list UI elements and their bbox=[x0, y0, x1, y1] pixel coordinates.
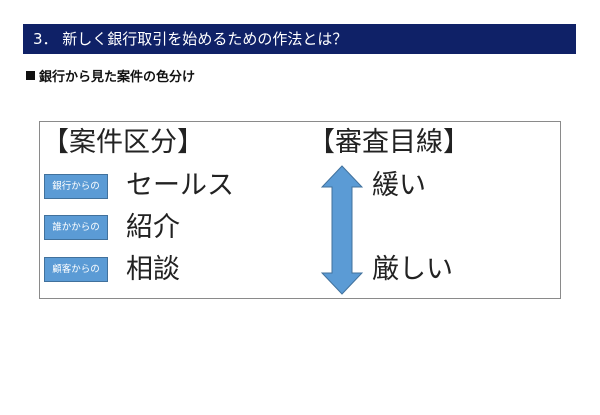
case-category-heading: 【案件区分】 bbox=[42, 127, 204, 158]
section-subtitle-text: 銀行から見た案件の色分け bbox=[39, 70, 196, 85]
comparison-panel: 【案件区分】 【審査目線】 銀行からの セールス 誰かからの 紹介 顧客からの … bbox=[39, 121, 561, 299]
source-badge-bank: 銀行からの bbox=[44, 174, 108, 199]
category-sales: セールス bbox=[126, 170, 234, 201]
black-square-icon bbox=[26, 71, 35, 80]
category-referral: 紹介 bbox=[126, 212, 180, 243]
screening-level-strict: 厳しい bbox=[372, 254, 453, 285]
category-consultation: 相談 bbox=[126, 254, 180, 285]
source-badge-customer: 顧客からの bbox=[44, 257, 108, 282]
screening-level-lenient: 緩い bbox=[372, 170, 426, 201]
section-subtitle: 銀行から見た案件の色分け bbox=[26, 66, 195, 85]
screening-view-heading: 【審査目線】 bbox=[308, 127, 470, 158]
up-down-arrow-icon bbox=[321, 165, 363, 295]
header-title: 3． 新しく銀行取引を始めるための作法とは？ bbox=[23, 24, 576, 54]
source-badge-someone: 誰かからの bbox=[44, 215, 108, 240]
